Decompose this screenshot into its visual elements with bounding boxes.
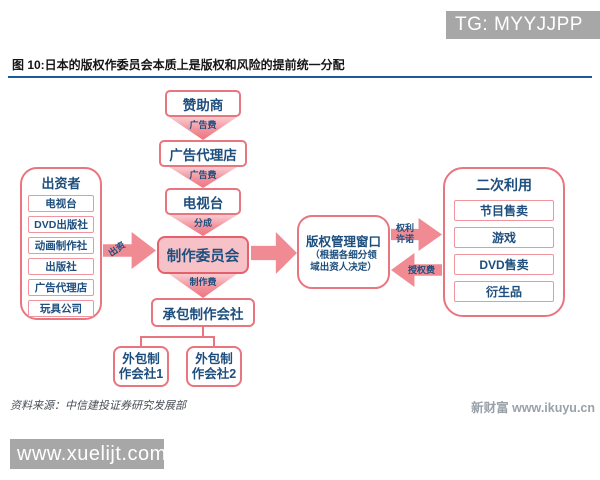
tv-station-box: 电视台 xyxy=(165,188,241,215)
ad-agency-box: 广告代理店 xyxy=(159,140,247,167)
rights-window-box: 版权管理窗口 （根据各细分领 域出资人决定） xyxy=(297,215,390,289)
share-label: 分成 xyxy=(193,218,212,228)
figure-title: 图 10:日本的版权作委员会本质上是版权和风险的提前统一分配 xyxy=(12,58,345,72)
rights-grant-label: 权利 许诺 xyxy=(394,223,416,245)
outsource2-line1: 外包制 xyxy=(195,351,233,366)
investor-item: 电视台 xyxy=(28,195,94,212)
investors-group: 出资者 电视台 DVD出版社 动画制作社 出版社 广告代理店 玩具公司 xyxy=(20,167,102,320)
site-watermark-badge: www.xuelijt.com xyxy=(10,439,166,469)
secondary-use-title: 二次利用 xyxy=(476,177,532,193)
ad-fee-label: 广告费 xyxy=(189,120,217,130)
outsource1-line2: 作会社1 xyxy=(118,366,164,381)
secondary-use-item: 节目售卖 xyxy=(454,200,554,221)
secondary-use-item: 游戏 xyxy=(454,227,554,248)
royalty-label: 授权费 xyxy=(408,265,436,275)
brand-watermark: 新财富 www.ikuyu.cn xyxy=(471,401,595,415)
outsource1-line1: 外包制 xyxy=(122,351,160,366)
contractor-box: 承包制作会社 xyxy=(151,298,255,327)
investor-item: DVD出版社 xyxy=(28,216,94,233)
rights-grant-label-line1: 权利 xyxy=(395,223,414,233)
secondary-use-group: 二次利用 节目售卖 游戏 DVD售卖 衍生品 xyxy=(443,167,565,317)
down-arrow-icon: 制作费 xyxy=(169,274,237,298)
production-fee-label: 制作费 xyxy=(189,277,217,287)
down-arrow-icon: 分成 xyxy=(169,215,237,236)
tg-watermark-badge: TG: MYYJJPP xyxy=(446,11,600,39)
secondary-use-item: DVD售卖 xyxy=(454,254,554,275)
down-arrow-icon: 广告费 xyxy=(169,167,237,188)
rights-window-note-line1: （根据各细分领 xyxy=(310,249,377,261)
connector-line xyxy=(140,336,215,338)
connector-line xyxy=(140,336,142,346)
connector-line xyxy=(213,336,215,346)
rights-window-title: 版权管理窗口 xyxy=(305,234,381,249)
rights-window-note-line2: 域出资人决定） xyxy=(310,261,377,273)
down-arrow-icon: 广告费 xyxy=(169,117,237,140)
sponsor-box: 赞助商 xyxy=(165,90,241,117)
secondary-use-item: 衍生品 xyxy=(454,281,554,302)
rights-grant-label-line2: 许诺 xyxy=(395,233,414,244)
investor-item: 玩具公司 xyxy=(28,300,94,317)
source-note: 资料来源：中信建投证券研究发展部 xyxy=(10,399,186,412)
connector-line xyxy=(202,327,204,337)
title-underline xyxy=(8,76,592,78)
outsource1-box: 外包制 作会社1 xyxy=(113,346,169,387)
production-committee-box: 制作委员会 xyxy=(157,236,249,274)
ad-fee-label: 广告费 xyxy=(189,170,217,180)
investors-title: 出资者 xyxy=(41,176,81,191)
investor-item: 出版社 xyxy=(28,258,94,275)
committee-to-window-arrow-icon xyxy=(251,232,297,274)
investor-item: 动画制作社 xyxy=(28,237,94,254)
investor-item: 广告代理店 xyxy=(28,279,94,296)
outsource2-line2: 作会社2 xyxy=(191,366,237,381)
outsource2-box: 外包制 作会社2 xyxy=(186,346,242,387)
